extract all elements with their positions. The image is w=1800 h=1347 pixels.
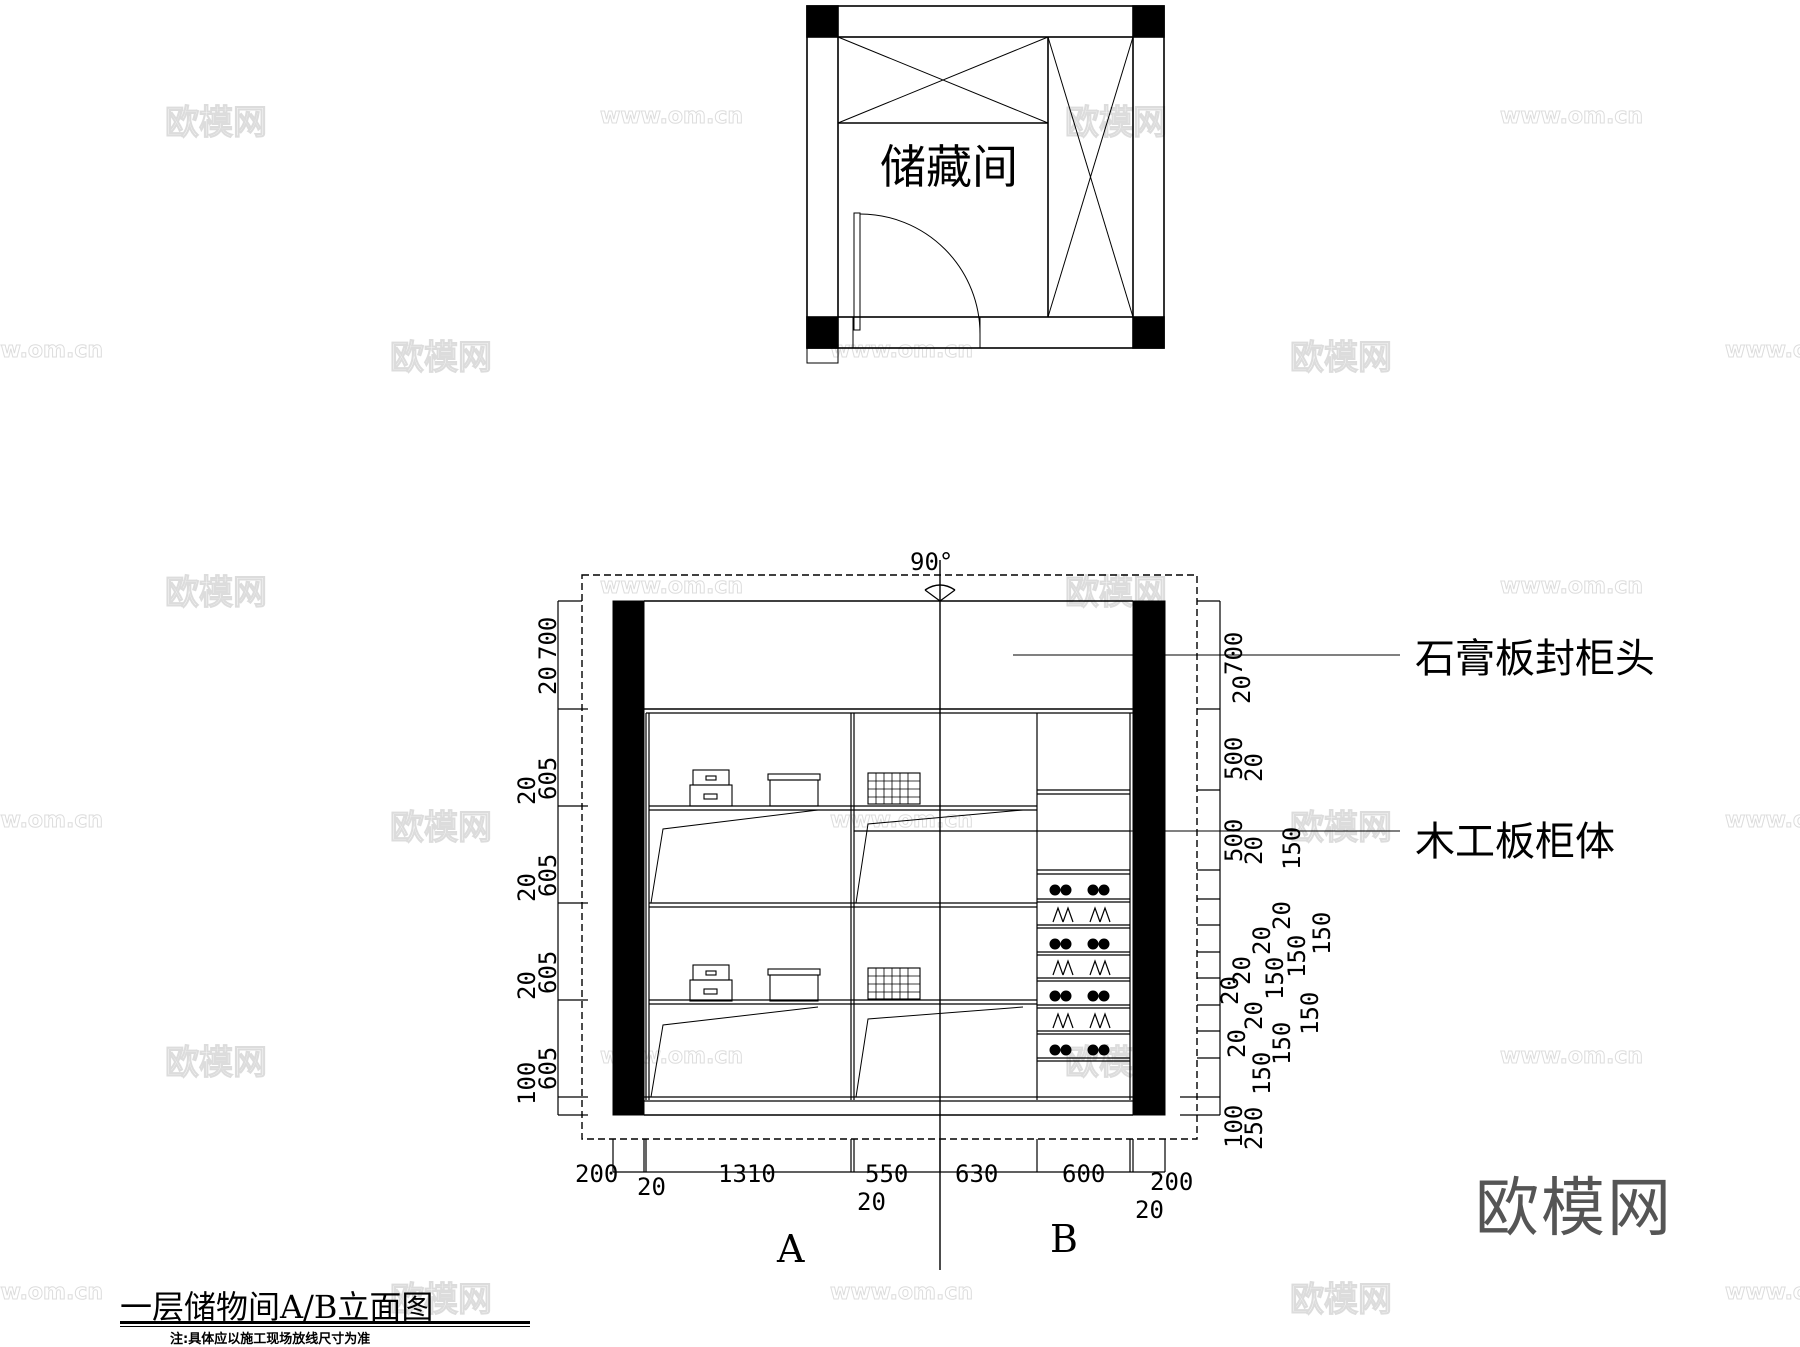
elevation-drawing (557, 560, 1400, 1270)
svg-text:250: 250 (1240, 1107, 1268, 1150)
svg-text:20: 20 (513, 971, 541, 1000)
svg-text:150: 150 (1261, 957, 1289, 1000)
bottom-dimensions: 200 20 1310 20 550 630 600 20 200 (575, 1160, 1193, 1224)
svg-text:500: 500 (1220, 819, 1248, 862)
watermark-url: www.om.cn (829, 338, 974, 364)
watermark-brand: 欧模网 (390, 808, 493, 849)
drawing-note: 注:具体应以施工现场放线尺寸为准 (170, 1332, 371, 1347)
basket (867, 967, 921, 1000)
svg-text:200: 200 (1150, 1168, 1193, 1196)
storage-boxes (689, 769, 921, 1002)
floor-plan (806, 5, 1165, 364)
svg-text:20: 20 (1240, 1001, 1268, 1030)
svg-text:605: 605 (534, 1047, 562, 1090)
svg-text:20: 20 (1240, 836, 1268, 865)
svg-text:20: 20 (1223, 1029, 1251, 1058)
column (1132, 5, 1165, 38)
svg-text:200: 200 (575, 1160, 618, 1188)
svg-text:20: 20 (637, 1173, 666, 1201)
watermark-brand: 欧模网 (165, 1043, 268, 1084)
svg-text:20: 20 (1248, 926, 1276, 955)
svg-text:150: 150 (1278, 827, 1306, 870)
watermark-url: www.om.cn (599, 104, 744, 130)
basket (867, 772, 921, 805)
left-post (612, 600, 645, 1116)
shoes (1049, 884, 1110, 1056)
svg-text:605: 605 (534, 854, 562, 897)
shoes-upright (1052, 906, 1111, 1029)
svg-text:20: 20 (1216, 976, 1244, 1005)
watermark-url: www.om.cn (0, 1280, 104, 1306)
column (806, 316, 839, 349)
watermark-brand: 欧模网 (1290, 808, 1393, 849)
watermark-brand: 欧模网 (1290, 338, 1393, 379)
svg-text:500: 500 (1220, 737, 1248, 780)
dashed-outline (581, 574, 1198, 1140)
room-label: 储藏间 (880, 140, 1018, 194)
watermark-url: www.om.cn (0, 808, 104, 834)
svg-text:20: 20 (513, 776, 541, 805)
svg-text:20: 20 (857, 1188, 886, 1216)
section-marker-b: B (1050, 1217, 1078, 1261)
svg-text:20: 20 (1268, 901, 1296, 930)
watermark-brand: 欧模网 (1065, 103, 1168, 144)
right-dimensions: 700 20 500 20 500 20 150 20 150 20 150 2… (1216, 632, 1336, 1150)
watermark-brand: 欧模网 (165, 573, 268, 614)
svg-text:20: 20 (1228, 956, 1256, 985)
callout-wood-cabinet: 木工板柜体 (1415, 819, 1615, 865)
watermark-url: www.om.cn (1499, 574, 1644, 600)
watermark-url: www.om.cn (1724, 338, 1800, 364)
watermark-brand: 欧模网 (165, 103, 268, 144)
svg-text:20: 20 (513, 873, 541, 902)
svg-text:605: 605 (534, 951, 562, 994)
column (806, 5, 839, 38)
watermark-brand: 欧模网 (390, 338, 493, 379)
watermark-url: www.om.cn (0, 338, 104, 364)
angle-label: 90° (910, 548, 953, 576)
svg-text:600: 600 (1062, 1160, 1105, 1188)
watermark-url: www.om.cn (599, 574, 744, 600)
svg-text:20: 20 (1135, 1196, 1164, 1224)
svg-text:20: 20 (1240, 753, 1268, 782)
watermark-url: www.om.cn (1724, 1280, 1800, 1306)
watermark-brand: 欧模网 (1290, 1280, 1393, 1321)
svg-text:20: 20 (1228, 675, 1256, 704)
title-underline (120, 1321, 530, 1324)
svg-text:150: 150 (1283, 935, 1311, 978)
svg-text:550: 550 (865, 1160, 908, 1188)
svg-text:700: 700 (1220, 632, 1248, 675)
svg-text:1310: 1310 (718, 1160, 776, 1188)
svg-text:150: 150 (1268, 1022, 1296, 1065)
section-marker-a: A (776, 1227, 805, 1271)
svg-text:150: 150 (1248, 1052, 1276, 1095)
watermark-url: www.om.cn (1499, 1044, 1644, 1070)
watermark-url: www.om.cn (1724, 808, 1800, 834)
svg-text:700: 700 (534, 617, 562, 660)
watermark-url: www.om.cn (1499, 104, 1644, 130)
column (1132, 316, 1165, 349)
site-logo: 欧模网 (1475, 1172, 1673, 1246)
svg-text:150: 150 (1308, 912, 1336, 955)
callout-gypsum-head: 石膏板封柜头 (1415, 636, 1655, 682)
svg-text:100: 100 (513, 1062, 541, 1105)
svg-text:630: 630 (955, 1160, 998, 1188)
shoe-rack (1037, 898, 1130, 1062)
left-dimensions: 20 700 605 20 605 20 605 20 605 100 (513, 617, 562, 1105)
watermark-url: www.om.cn (829, 1280, 974, 1306)
right-post (1132, 600, 1166, 1116)
drawing-title: 一层储物间A/B立面图 (120, 1288, 434, 1326)
svg-text:150: 150 (1296, 992, 1324, 1035)
svg-text:605: 605 (534, 757, 562, 800)
title-underline-thin (120, 1326, 530, 1327)
svg-text:100: 100 (1220, 1105, 1248, 1148)
svg-text:20: 20 (534, 666, 562, 695)
watermark-brand: 欧模网 (390, 1280, 493, 1321)
